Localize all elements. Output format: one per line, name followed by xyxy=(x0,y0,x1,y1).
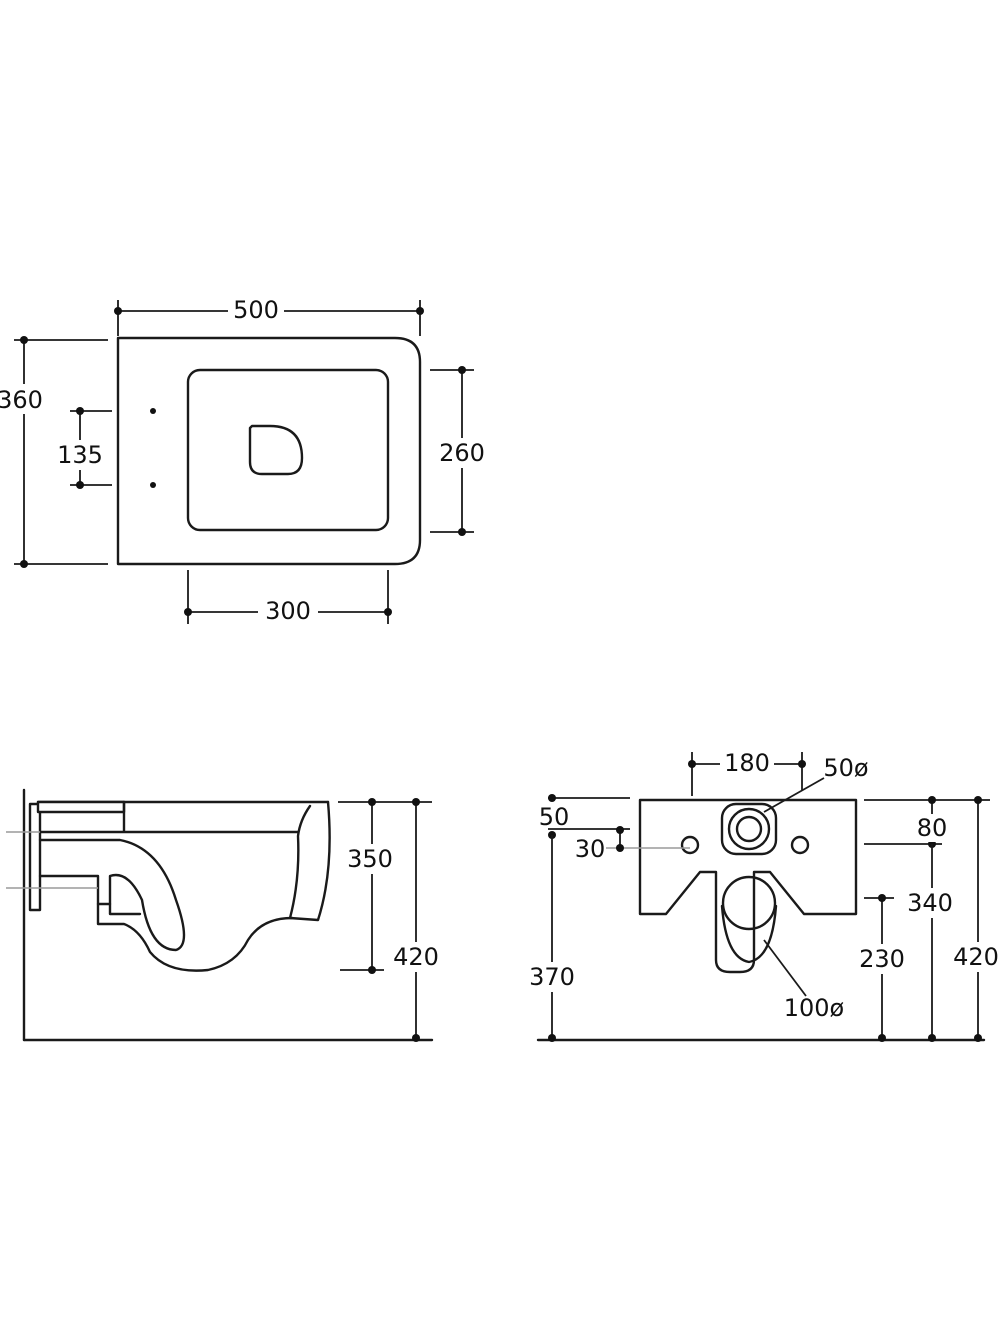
dim-tick-180-left xyxy=(688,760,696,768)
dim-tick-230-bottom xyxy=(878,1034,886,1042)
dim-bg-360 xyxy=(0,384,46,414)
dim-tick-350-top xyxy=(368,798,376,806)
dim-tick-340-bottom xyxy=(928,1034,936,1042)
top-view: 500 360 135 260 300 xyxy=(0,294,490,626)
dim-label-360: 360 xyxy=(0,386,43,414)
side-view-outlet xyxy=(108,902,142,916)
dim-label-260: 260 xyxy=(439,439,485,467)
dim-label-500: 500 xyxy=(233,296,279,324)
dim-label-340: 340 xyxy=(907,889,953,917)
dim-bg-300 xyxy=(258,596,318,626)
dim-tick-230-top xyxy=(878,894,886,902)
rear-view: 180 50ø 50 30 370 100ø 80 xyxy=(526,748,1000,1042)
rear-view-outlet xyxy=(721,875,777,931)
rear-view-body xyxy=(638,798,858,974)
dim-label-80: 80 xyxy=(917,814,948,842)
dim-tick-260-bottom xyxy=(458,528,466,536)
dim-bg-420-rear xyxy=(954,942,1000,972)
dim-tick-50-top xyxy=(548,794,556,802)
dim-tick-135-top xyxy=(76,407,84,415)
dim-tick-360-bottom xyxy=(20,560,28,568)
dim-tick-500-right xyxy=(416,307,424,315)
dim-label-50-diameter: 50ø xyxy=(823,754,868,782)
dim-tick-370-bottom xyxy=(548,1034,556,1042)
dim-tick-30-bottom xyxy=(616,844,624,852)
dim-label-180: 180 xyxy=(724,749,770,777)
dim-label-370: 370 xyxy=(529,963,575,991)
dim-tick-360-top xyxy=(20,336,28,344)
dim-bg-420-side xyxy=(390,942,442,972)
dim-bg-230 xyxy=(856,944,908,974)
dim-label-100-diameter: 100ø xyxy=(784,994,845,1022)
side-view-bowl xyxy=(288,800,331,922)
dim-bg-350 xyxy=(344,844,396,874)
rear-view-inlet-outer xyxy=(727,807,771,851)
dim-tick-30-top xyxy=(616,826,624,834)
dim-tick-420-rear-bottom xyxy=(974,1034,982,1042)
dim-tick-300-left xyxy=(184,608,192,616)
fixing-hole-upper xyxy=(150,408,156,414)
dim-label-300: 300 xyxy=(265,597,311,625)
side-view: 350 420 xyxy=(6,788,442,1042)
dim-bg-80 xyxy=(914,814,952,842)
dim-label-420-rear: 420 xyxy=(953,943,999,971)
leader-100-diameter xyxy=(763,939,807,997)
top-view-drain xyxy=(248,424,304,476)
side-view-seat-hinge xyxy=(36,800,126,814)
dim-tick-420-rear-top xyxy=(974,796,982,804)
dim-tick-180-right xyxy=(798,760,806,768)
rear-view-outlet-bend xyxy=(720,904,778,964)
rear-view-fixing-hole-right xyxy=(790,835,810,855)
top-view-inner-rim xyxy=(186,368,390,532)
dim-tick-500-left xyxy=(114,307,122,315)
dim-tick-350-bottom xyxy=(368,966,376,974)
dim-label-230: 230 xyxy=(859,945,905,973)
dim-tick-135-bottom xyxy=(76,481,84,489)
fixing-hole-lower xyxy=(150,482,156,488)
dim-bg-260 xyxy=(436,438,490,468)
dim-tick-300-right xyxy=(384,608,392,616)
rear-view-fixing-hole-left xyxy=(680,835,700,855)
dim-label-135: 135 xyxy=(57,441,103,469)
dim-bg-370 xyxy=(526,962,578,992)
leader-50-diameter xyxy=(763,777,825,813)
side-view-trap xyxy=(96,902,294,972)
rear-view-inlet-inner xyxy=(735,815,763,843)
dim-bg-135 xyxy=(54,440,106,470)
dim-label-420-side: 420 xyxy=(393,943,439,971)
dim-label-350: 350 xyxy=(347,845,393,873)
dim-label-50: 50 xyxy=(539,803,570,831)
dim-bg-340 xyxy=(904,888,958,918)
dim-tick-260-top xyxy=(458,366,466,374)
dim-bg-180 xyxy=(720,748,774,778)
dim-label-30: 30 xyxy=(575,835,606,863)
top-view-outline xyxy=(116,336,422,566)
dim-tick-80-top xyxy=(928,796,936,804)
side-view-bowl-body xyxy=(38,800,300,952)
dim-tick-420-side-top xyxy=(412,798,420,806)
rear-view-inlet-frame xyxy=(720,802,778,856)
dim-bg-500 xyxy=(228,294,284,324)
dim-tick-420-side-bottom xyxy=(412,1034,420,1042)
side-view-wall-plate xyxy=(28,802,42,912)
